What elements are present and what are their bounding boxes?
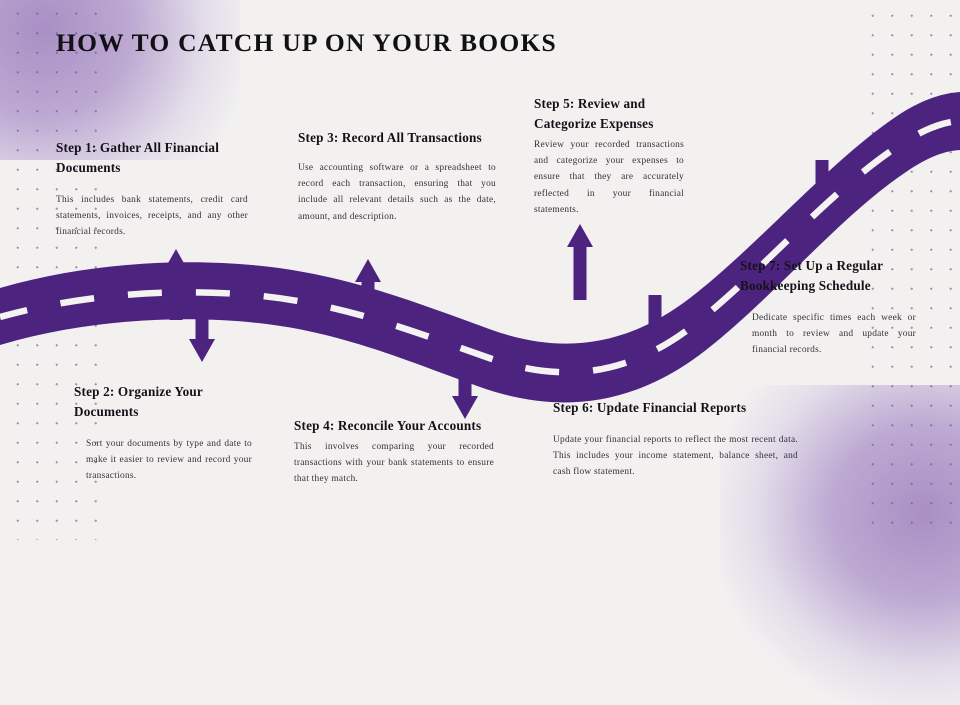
step-block-3: Step 3: Record All Transactions Use acco… [298,128,496,225]
step-5-heading: Step 5: Review and Categorize Expenses [534,96,654,132]
step-1-heading: Step 1: Gather All Financial Documents [56,140,220,176]
step-block-2: Step 2: Organize Your Documents Sort you… [74,382,252,485]
step-3-heading: Step 3: Record All Transactions [298,130,482,145]
step-block-1: Step 1: Gather All Financial Documents T… [56,138,248,241]
step-block-4: Step 4: Reconcile Your Accounts This inv… [294,416,494,488]
winding-road-graphic [0,92,960,419]
road-center-dashes [0,117,960,376]
step-3-body: Use accounting software or a spreadsheet… [298,163,496,222]
step-block-6: Step 6: Update Financial Reports Update … [553,398,798,481]
step-6-heading: Step 6: Update Financial Reports [553,400,747,415]
step-4-body: This involves comparing your recorded tr… [294,442,494,485]
arrow-up-step5 [567,224,593,300]
step-2-body: Sort your documents by type and date to … [86,439,252,482]
page-title: HOW TO CATCH UP ON YOUR BOOKS [56,28,557,57]
step-block-5: Step 5: Review and Categorize Expenses R… [534,94,684,218]
step-2-heading: Step 2: Organize Your Documents [74,384,203,420]
step-1-body: This includes bank statements, credit ca… [56,195,248,238]
step-6-body: Update your financial reports to reflect… [553,435,798,478]
step-7-heading: Step 7: Set Up a Regular Bookkeeping Sch… [740,258,883,294]
road-band [0,92,960,403]
step-block-7: Step 7: Set Up a Regular Bookkeeping Sch… [740,256,916,359]
step-5-body: Review your recorded transactions and ca… [534,140,684,215]
step-7-body: Dedicate specific times each week or mon… [752,313,916,356]
step-4-heading: Step 4: Reconcile Your Accounts [294,418,482,433]
